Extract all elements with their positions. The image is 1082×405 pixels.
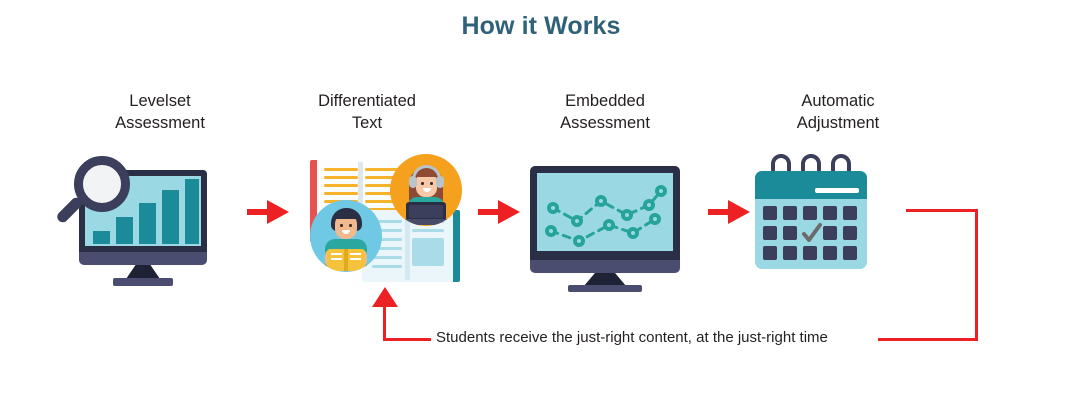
arrow-2 bbox=[478, 200, 520, 224]
magnifier-icon bbox=[74, 156, 130, 212]
step-levelset-assessment: Levelset Assessment bbox=[45, 90, 275, 288]
feedback-loop-caption: Students receive the just-right content,… bbox=[436, 329, 828, 346]
magnifier-bar-chart-monitor-icon bbox=[45, 148, 275, 288]
loop-segment-top bbox=[906, 209, 978, 212]
calendar-check-icon bbox=[723, 148, 953, 288]
avatar-student-reading bbox=[310, 200, 382, 272]
step-label-levelset-assessment: Levelset Assessment bbox=[115, 92, 205, 132]
loop-segment-bottom-left bbox=[383, 338, 431, 341]
step-label-automatic-adjustment: Automatic Adjustment bbox=[796, 92, 880, 132]
loop-segment-up bbox=[383, 305, 386, 341]
bar-4 bbox=[162, 190, 179, 244]
page-title: How it Works bbox=[461, 12, 621, 40]
step-automatic-adjustment: Automatic Adjustment bbox=[723, 90, 953, 288]
arrow-1 bbox=[247, 200, 289, 224]
checkmark-icon bbox=[802, 223, 822, 242]
avatar-student-headphones bbox=[390, 154, 462, 226]
step-differentiated-text: Differentiated Text bbox=[252, 90, 482, 288]
loop-segment-bottom-right bbox=[878, 338, 978, 341]
books-with-students-icon bbox=[252, 148, 482, 288]
bar-5 bbox=[185, 179, 199, 244]
arrow-3 bbox=[708, 200, 750, 224]
line-chart-monitor-icon bbox=[490, 148, 720, 292]
step-label-differentiated-text: Differentiated Text bbox=[318, 92, 416, 132]
up-arrow-icon bbox=[372, 287, 398, 307]
step-label-embedded-assessment: Embedded Assessment bbox=[560, 92, 650, 132]
bar-1 bbox=[93, 231, 110, 244]
bar-3 bbox=[139, 203, 156, 244]
dashed-line-chart bbox=[545, 185, 667, 247]
loop-segment-right bbox=[975, 209, 978, 341]
step-embedded-assessment: Embedded Assessment bbox=[490, 90, 720, 292]
bar-2 bbox=[116, 217, 133, 244]
